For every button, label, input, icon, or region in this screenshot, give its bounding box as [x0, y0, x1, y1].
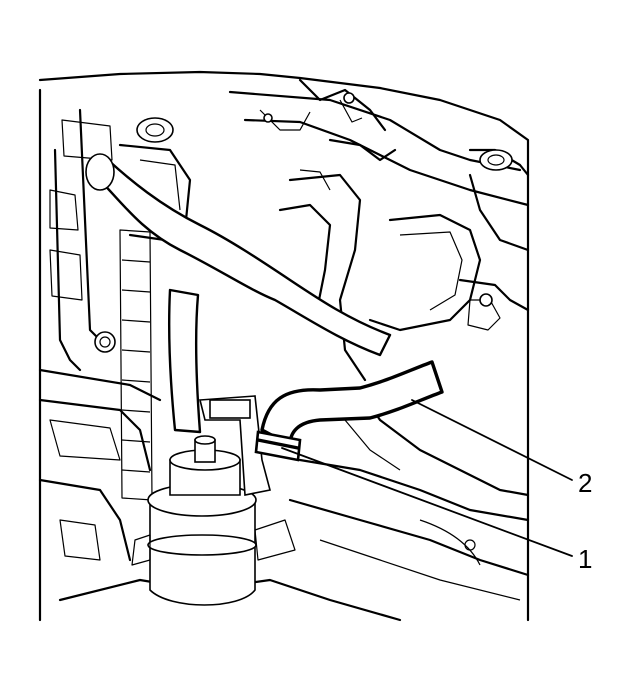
leader-line-2	[411, 399, 573, 481]
callout-label-2: 2	[578, 468, 592, 498]
hose-clamp	[254, 430, 302, 462]
leader-line-1	[281, 447, 573, 557]
upper-hose	[85, 153, 392, 357]
callout-label-1: 1	[578, 544, 592, 574]
coolant-reservoir	[131, 435, 296, 606]
background-structure	[38, 70, 530, 622]
reservoir-hose	[168, 288, 202, 434]
hose	[260, 360, 444, 447]
mount-bracket	[198, 395, 271, 496]
